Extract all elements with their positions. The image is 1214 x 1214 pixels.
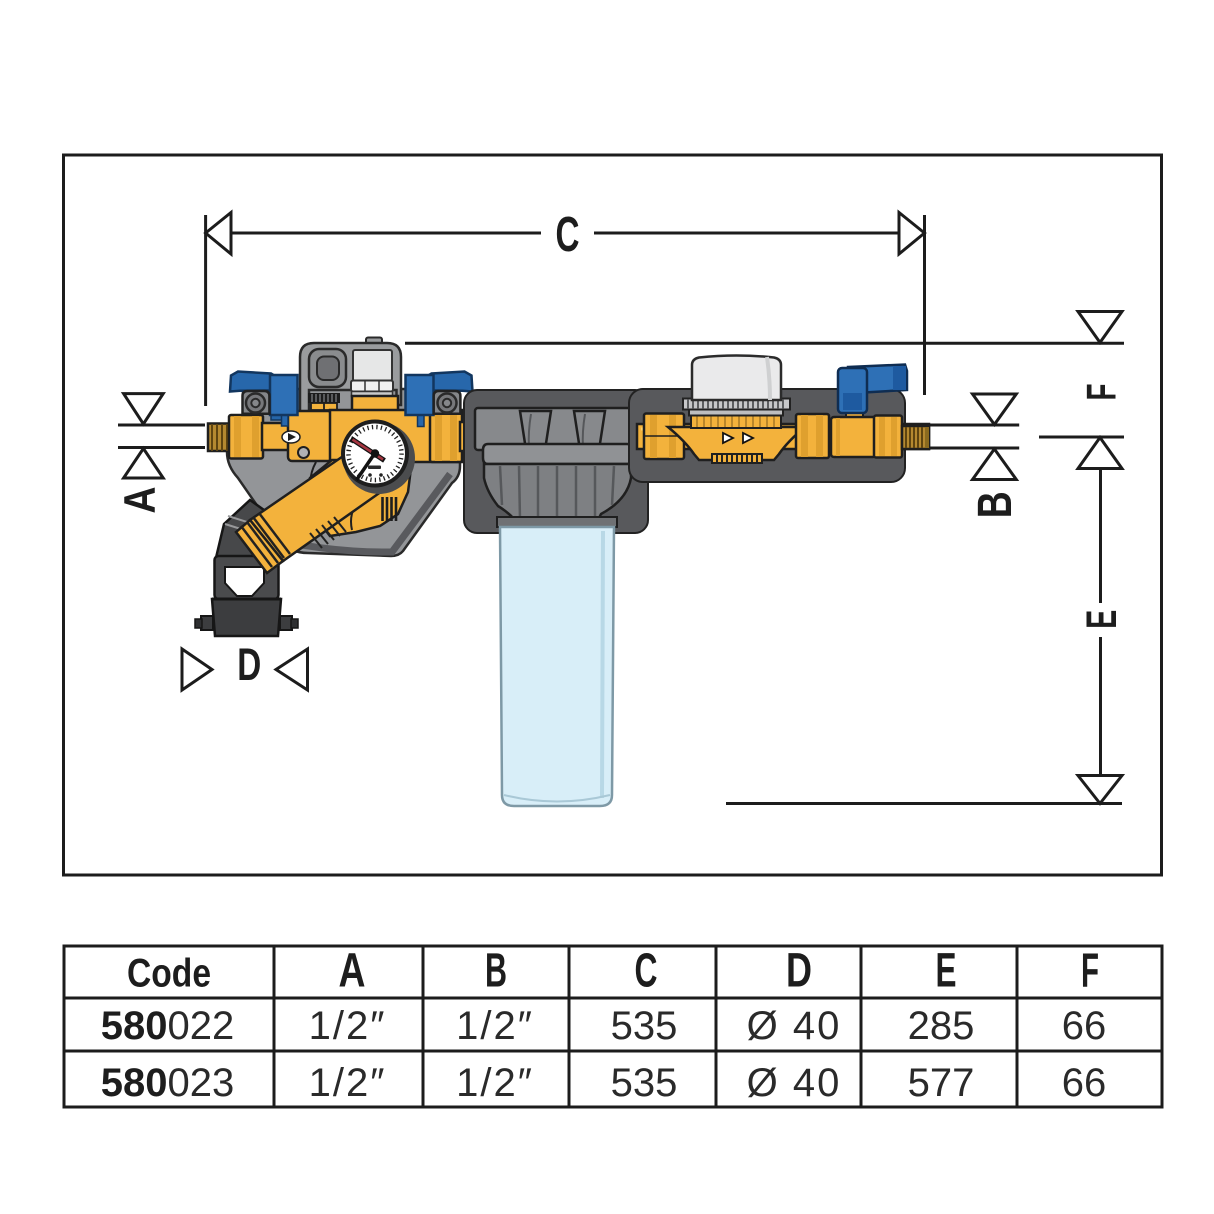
svg-text:577: 577 xyxy=(908,1061,975,1105)
svg-text:C: C xyxy=(556,208,580,262)
svg-text:A: A xyxy=(339,945,366,998)
svg-text:F: F xyxy=(1078,384,1125,401)
svg-text:E: E xyxy=(1078,610,1126,629)
svg-text:Code: Code xyxy=(127,952,211,996)
svg-text:535: 535 xyxy=(611,1061,678,1105)
svg-text:D: D xyxy=(237,639,261,690)
svg-text:1/2″: 1/2″ xyxy=(309,1004,387,1048)
svg-text:E: E xyxy=(936,945,957,998)
svg-text:580023: 580023 xyxy=(101,1061,235,1105)
svg-text:D: D xyxy=(786,945,812,998)
svg-text:535: 535 xyxy=(611,1004,678,1048)
svg-text:66: 66 xyxy=(1062,1004,1107,1048)
svg-text:C: C xyxy=(635,945,658,998)
svg-text:Ø 40: Ø 40 xyxy=(747,1004,842,1048)
svg-text:A: A xyxy=(116,487,165,514)
svg-text:580022: 580022 xyxy=(101,1004,235,1048)
svg-text:1/2″: 1/2″ xyxy=(309,1061,387,1105)
svg-text:285: 285 xyxy=(908,1004,975,1048)
svg-text:1/2″: 1/2″ xyxy=(456,1061,534,1105)
svg-text:F: F xyxy=(1081,945,1099,998)
svg-text:1/2″: 1/2″ xyxy=(456,1004,534,1048)
svg-text:B: B xyxy=(485,945,507,998)
svg-text:B: B xyxy=(969,491,1022,518)
svg-text:66: 66 xyxy=(1062,1061,1107,1105)
svg-text:Ø 40: Ø 40 xyxy=(747,1061,842,1105)
